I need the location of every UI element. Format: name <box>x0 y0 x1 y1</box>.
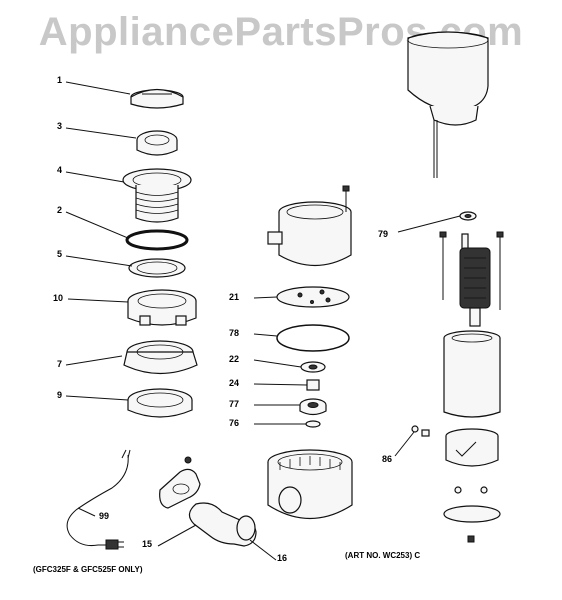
part-10-mounting-ring <box>127 289 197 326</box>
lower-housing <box>267 449 353 520</box>
part-77-bearing-seal <box>299 398 327 416</box>
callout-9: 9 <box>57 390 63 400</box>
callout-16: 16 <box>277 553 288 563</box>
callout-3: 3 <box>57 121 63 131</box>
part-1-stopper <box>130 88 184 109</box>
callout-78: 78 <box>229 328 240 338</box>
upper-housing <box>267 185 352 266</box>
part-3-splash-guard <box>136 130 178 156</box>
callout-1: 1 <box>57 75 63 85</box>
motor-shell <box>443 330 501 418</box>
callout-77: 77 <box>229 399 240 409</box>
part-16-discharge-elbow <box>188 502 257 547</box>
callout-86: 86 <box>382 454 393 464</box>
callout-99: 99 <box>99 511 110 521</box>
part-99-power-cord <box>66 449 131 550</box>
part-78-gasket <box>276 324 350 352</box>
models-note: (GFC325F & GFC525F ONLY) <box>33 565 143 574</box>
callout-79: 79 <box>378 229 389 239</box>
art-number: (ART NO. WC253) C <box>345 551 421 560</box>
part-24-bushing <box>306 379 320 391</box>
callout-24: 24 <box>229 378 240 388</box>
callout-7: 7 <box>57 359 63 369</box>
part-2-gasket <box>125 229 189 251</box>
hopper <box>407 31 489 178</box>
part-7-support-ring <box>123 340 198 374</box>
callout-76: 76 <box>229 418 240 428</box>
part-9-lower-ring <box>127 388 193 418</box>
callout-2: 2 <box>57 205 63 215</box>
part-79-washer <box>459 211 477 221</box>
callout-10: 10 <box>53 293 64 303</box>
callout-4: 4 <box>57 165 63 175</box>
part-76-washer <box>305 420 321 428</box>
callout-22: 22 <box>229 354 240 364</box>
callout-5: 5 <box>57 249 63 259</box>
motor-base <box>443 428 501 543</box>
callout-15: 15 <box>142 539 153 549</box>
part-4-sink-flange <box>122 168 192 223</box>
part-15-gasket <box>159 456 201 509</box>
part-22-washer <box>300 361 326 373</box>
leader-lines <box>65 81 461 561</box>
part-86-nuts <box>411 425 430 437</box>
rotor-assembly <box>439 231 504 327</box>
part-21-shredder-plate <box>276 286 350 308</box>
part-5-backup-ring <box>128 258 186 278</box>
callout-21: 21 <box>229 292 240 302</box>
